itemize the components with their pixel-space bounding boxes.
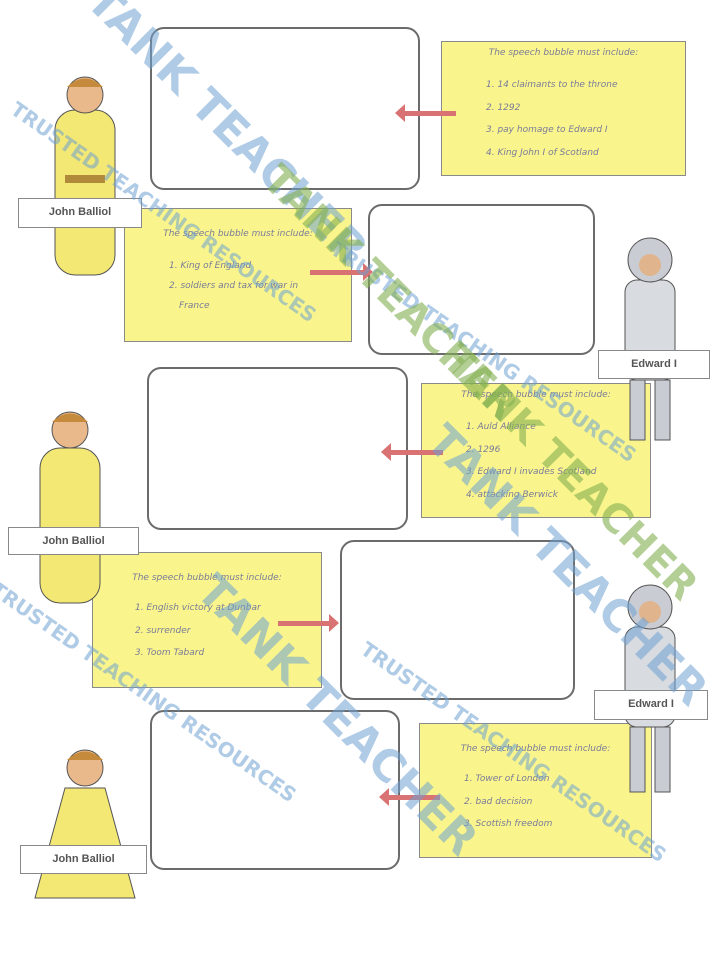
john-balliol-illustration <box>39 411 101 604</box>
prompt-item: 1. King of England <box>169 261 252 271</box>
prompt-item: 2. 1296 <box>466 444 501 455</box>
speech-bubble-2[interactable] <box>368 204 595 355</box>
prompt-item: 1. Auld Alliance <box>466 422 536 432</box>
prompt-item: 4. attacking Berwick <box>466 489 558 500</box>
speech-bubble-1[interactable] <box>150 27 420 190</box>
prompt-item: 4. King John I of Scotland <box>486 147 599 158</box>
arrow-right-icon <box>278 614 339 632</box>
edward-i-illustration <box>624 584 676 793</box>
prompt-box-2: The speech bubble must include: 1. King … <box>124 208 352 342</box>
name-label: Edward I <box>594 690 708 720</box>
name-label: John Balliol <box>20 845 147 874</box>
prompt-heading: The speech bubble must include: <box>132 573 282 583</box>
speech-bubble-5[interactable] <box>150 710 400 870</box>
prompt-heading: The speech bubble must include: <box>460 744 611 754</box>
prompt-item: 3. pay homage to Edward I <box>486 125 608 135</box>
prompt-item: 3. Scottish freedom <box>464 819 553 829</box>
arrow-left-icon <box>379 788 440 806</box>
prompt-item: 1. 14 claimants to the throne <box>486 80 618 90</box>
prompt-box-4: The speech bubble must include: 1. Engli… <box>92 552 322 688</box>
prompt-box-1: The speech bubble must include: 1. 14 cl… <box>441 41 686 176</box>
prompt-item: 2. bad decision <box>464 796 533 807</box>
prompt-item: 3. Toom Tabard <box>135 648 205 658</box>
prompt-heading: The speech bubble must include: <box>461 390 611 400</box>
prompt-heading: The speech bubble must include: <box>163 229 313 239</box>
john-balliol-illustration <box>54 76 116 276</box>
prompt-item: 2. surrender <box>135 625 191 636</box>
prompt-item: 2. soldiers and tax for war in <box>169 281 299 291</box>
prompt-item: 1. Tower of London <box>464 774 550 784</box>
prompt-box-5: The speech bubble must include: 1. Tower… <box>419 723 652 858</box>
speech-bubble-4[interactable] <box>340 540 575 700</box>
prompt-item: 3. Edward I invades Scotland <box>466 467 597 477</box>
edward-i-illustration <box>624 237 676 441</box>
arrow-left-icon <box>381 443 443 461</box>
prompt-item: 2. 1292 <box>486 102 521 113</box>
prompt-heading: The speech bubble must include: <box>488 48 639 58</box>
name-label: Edward I <box>598 350 710 379</box>
arrow-left-icon <box>395 104 456 122</box>
prompt-box-3: The speech bubble must include: 1. Auld … <box>421 383 651 518</box>
name-label: John Balliol <box>8 527 139 555</box>
speech-bubble-3[interactable] <box>147 367 408 530</box>
prompt-item: France <box>179 301 210 311</box>
prompt-item: 1. English victory at Dunbar <box>135 603 261 613</box>
arrow-right-icon <box>310 263 373 281</box>
john-balliol-illustration <box>34 749 136 899</box>
name-label: John Balliol <box>18 198 142 228</box>
